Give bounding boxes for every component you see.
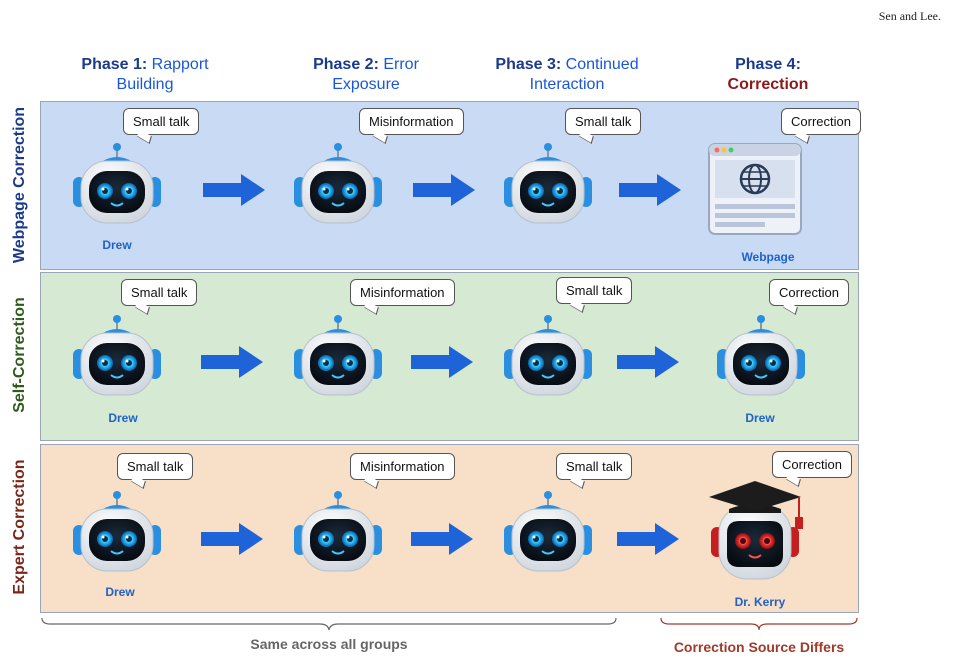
row-label-self: Self-Correction: [11, 297, 28, 413]
robot-drew-icon: [500, 311, 596, 397]
speech-bubble: Small talk: [556, 453, 633, 480]
robot-drew-icon: [69, 311, 165, 397]
arrow-right-icon: [201, 346, 263, 378]
speech-bubble: Small talk: [556, 277, 633, 304]
speech-bubble: Small talk: [117, 453, 194, 480]
source-name: Drew: [745, 411, 775, 425]
row-webpage-correction: Small talk Drew Misinformation Small tal…: [40, 101, 861, 270]
expert-robot-graduation-cap-icon: [709, 481, 803, 580]
speech-bubble: Small talk: [565, 108, 642, 135]
arrow-right-icon: [203, 174, 265, 206]
brace-differs: [660, 617, 858, 631]
robot-drew-icon: [290, 139, 386, 225]
brace-same: [41, 617, 617, 631]
speech-bubble: Correction: [769, 279, 849, 306]
phase-4-header: Phase 4:Correction: [727, 56, 809, 93]
agent-name: Drew: [108, 411, 138, 425]
arrow-right-icon: [617, 346, 679, 378]
speech-bubble: Small talk: [123, 108, 200, 135]
label-correction-source-differs: Correction Source Differs: [673, 639, 845, 655]
robot-drew-icon: [290, 487, 386, 573]
label-same-across-groups: Same across all groups: [250, 636, 408, 652]
robot-drew-icon: [500, 487, 596, 573]
arrow-right-icon: [617, 523, 679, 555]
robot-drew-icon: [713, 311, 809, 397]
arrow-right-icon: [413, 174, 475, 206]
speech-bubble: Correction: [781, 108, 861, 135]
speech-bubble: Misinformation: [350, 279, 455, 306]
row-expert-correction: Small talk Drew Misinformation Small tal…: [40, 444, 859, 613]
arrow-right-icon: [201, 523, 263, 555]
arrow-right-icon: [411, 523, 473, 555]
agent-name: Drew: [105, 585, 135, 599]
row-label-webpage: Webpage Correction: [11, 106, 28, 264]
agent-name: Drew: [102, 238, 132, 252]
speech-bubble: Small talk: [121, 279, 198, 306]
robot-drew-icon: [69, 139, 165, 225]
source-name: Dr. Kerry: [734, 595, 786, 609]
speech-bubble: Correction: [772, 451, 852, 478]
robot-drew-icon: [69, 487, 165, 573]
row-label-expert: Expert Correction: [11, 459, 28, 595]
robot-drew-icon: [500, 139, 596, 225]
speech-bubble: Misinformation: [359, 108, 464, 135]
webpage-browser-icon: [708, 143, 802, 235]
source-name: Webpage: [741, 250, 795, 264]
row-self-correction: Small talk Drew Misinformation Small tal…: [40, 272, 859, 441]
author-header: Sen and Lee.: [878, 9, 941, 23]
speech-bubble: Misinformation: [350, 453, 455, 480]
arrow-right-icon: [619, 174, 681, 206]
arrow-right-icon: [411, 346, 473, 378]
robot-drew-icon: [290, 311, 386, 397]
